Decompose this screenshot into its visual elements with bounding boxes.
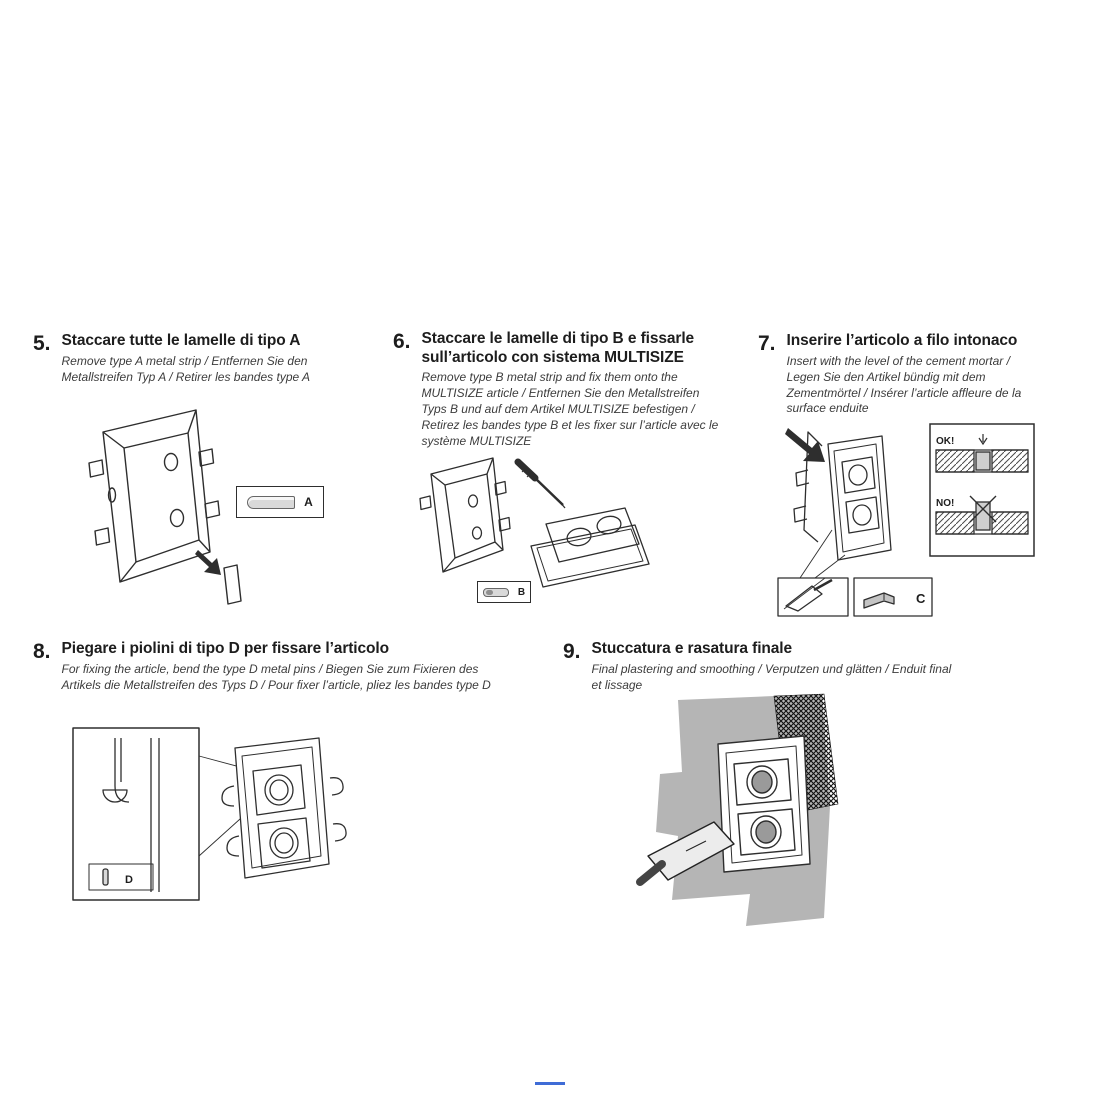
page-artifact-line [535,1082,565,1085]
part-a-box: A [236,486,324,518]
metal-strip-c-icon [863,592,895,609]
part-d-label: D [125,874,133,886]
part-a-label: A [304,495,313,509]
step-7-subtitle: Insert with the level of the cement mort… [786,353,1022,416]
step-6-subtitle: Remove type B metal strip and fix them o… [421,370,719,448]
step-5: 5. Staccare tutte le lamelle di tipo A R… [33,332,363,386]
part-c-label: C [916,591,926,606]
trowel-icon [785,585,823,612]
bent-pin-icon [102,789,128,803]
arrow-down-icon [195,550,221,575]
step-6-figure: B [413,438,663,623]
part-b-label: B [517,586,526,598]
step-9-title: Stuccatura e rasatura finale [591,640,793,657]
metal-strip-b-icon [482,587,509,597]
step-7: 7. Inserire l’articolo a filo intonaco I… [758,332,1058,417]
box-and-article-drawing [419,457,650,588]
ok-label: OK! [936,436,954,447]
step-6-texts: Staccare le lamelle di tipo B e fissarle… [422,330,727,450]
step-5-figure: A [78,400,338,615]
ok-no-panel [929,423,1035,557]
no-label: NO! [936,498,954,509]
step-6: 6. Staccare le lamelle di tipo B e fissa… [393,330,738,450]
mounting-box-drawing [88,409,242,605]
step-7-title: Inserire l’articolo a filo intonaco [786,332,1018,349]
bend-pins-drawing: D [72,727,347,901]
cross-mark-icon [969,495,997,523]
step-6-title: Staccare le lamelle di tipo B e fissarle… [421,330,695,366]
step-8-subtitle: For fixing the article, bend the type D … [61,661,491,692]
step-7-figure: C OK! NO! [770,410,1040,620]
insert-flush-drawing: C OK! NO! [777,423,1035,617]
step-8-title: Piegare i piolini di tipo D per fissare … [61,640,390,657]
step-7-texts: Inserire l’articolo a filo intonaco Inse… [787,332,1045,417]
pin-d-icon [102,868,109,886]
step-5-title: Staccare tutte le lamelle di tipo A [61,332,301,349]
step-5-number: 5. [33,332,51,355]
step-8-figure: D [63,716,363,916]
step-6-number: 6. [393,330,411,353]
metal-strip-a-icon [247,495,296,509]
step-5-subtitle: Remove type A metal strip / Entfernen Si… [61,353,311,384]
step-5-texts: Staccare tutte le lamelle di tipo A Remo… [62,332,347,386]
step-9-figure [626,686,876,936]
step-9-texts: Stuccatura e rasatura finale Final plast… [592,640,962,694]
step-8-texts: Piegare i piolini di tipo D per fissare … [62,640,492,694]
step-7-number: 7. [758,332,776,355]
part-b-box: B [477,581,531,603]
installed-frame [717,735,811,873]
step-9-subtitle: Final plastering and smoothing / Verputz… [591,661,952,692]
trowel-icon [636,821,735,886]
step-8: 8. Piegare i piolini di tipo D per fissa… [33,640,513,694]
insert-arrow-icon [785,428,825,462]
screwdriver-icon [534,477,564,506]
plastering-drawing [636,693,839,926]
step-9-number: 9. [563,640,581,663]
step-9: 9. Stuccatura e rasatura finale Final pl… [563,640,983,694]
step-8-number: 8. [33,640,51,663]
